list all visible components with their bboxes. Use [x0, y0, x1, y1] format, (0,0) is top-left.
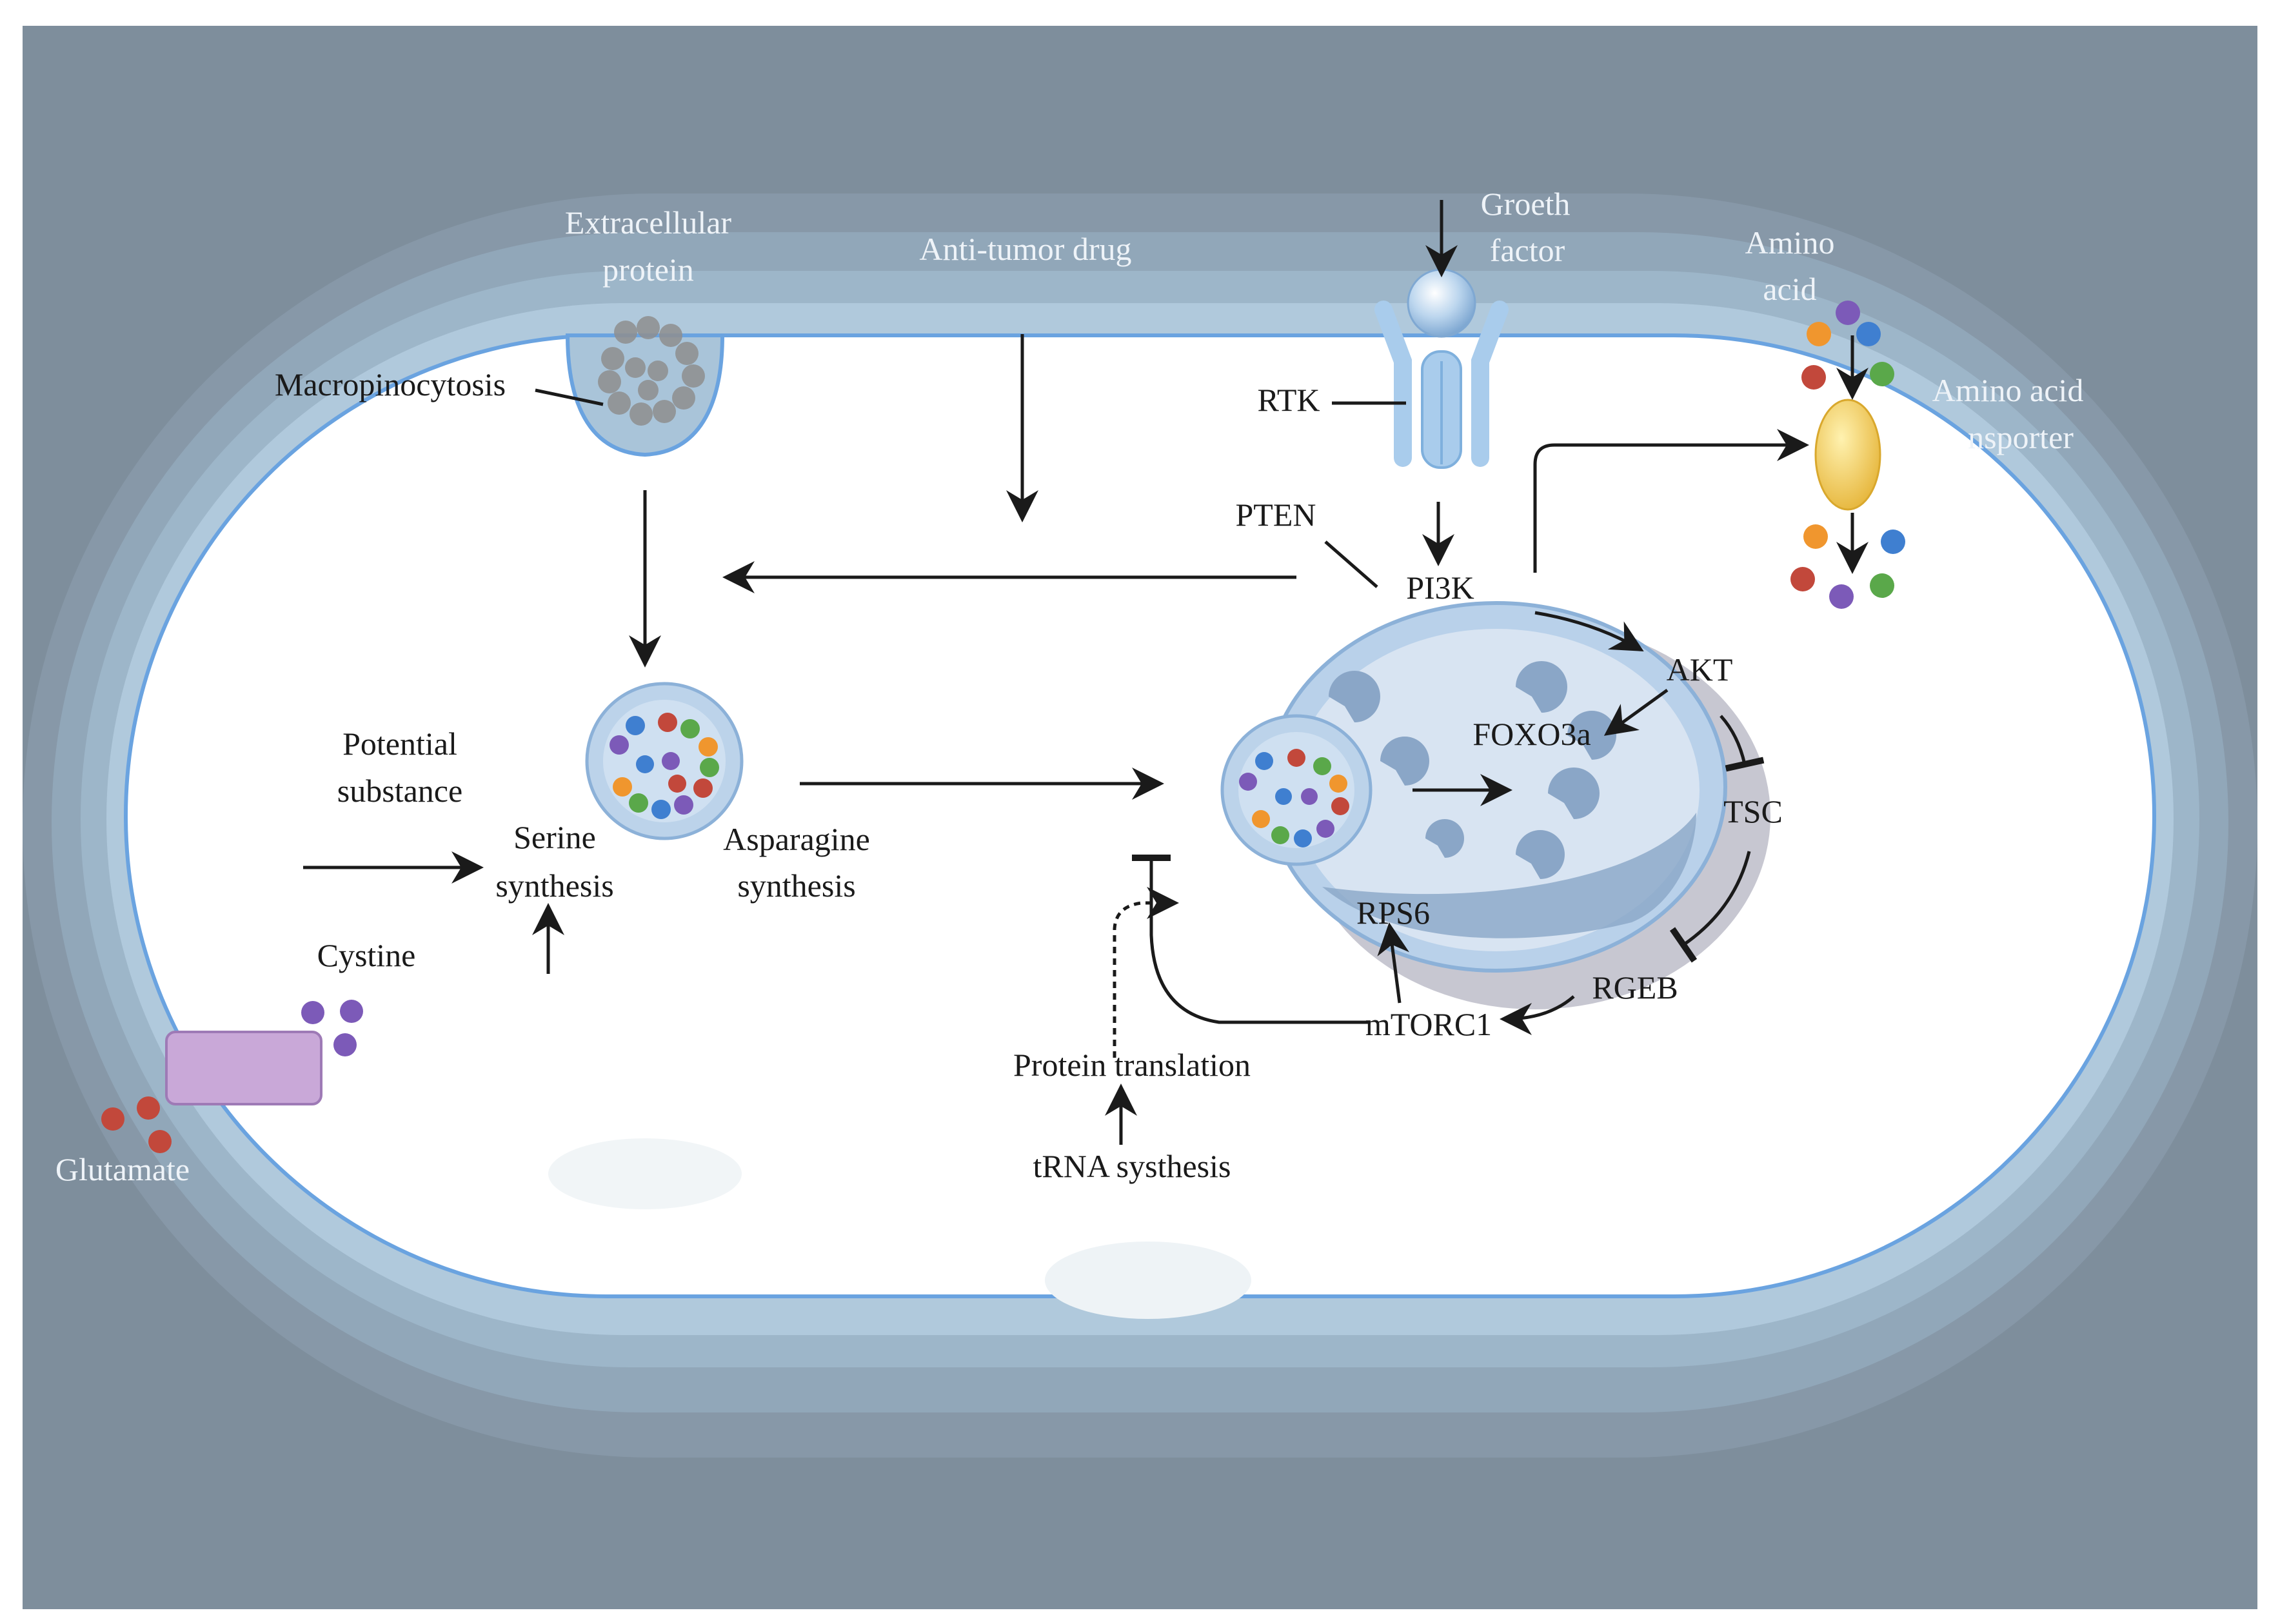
label-foxo3a: FOXO3a — [1472, 716, 1591, 752]
faint-vesicle — [548, 1138, 742, 1209]
label-mtorc1: mTORC1 — [1365, 1006, 1492, 1042]
arrow-pi3k-to-akt — [1534, 611, 1644, 651]
label-cystine: Cystine — [317, 937, 416, 973]
label-potential-substance-line2: substance — [337, 773, 462, 809]
label-rps6: RPS6 — [1356, 895, 1430, 931]
amino-acid-particles-outside — [1801, 301, 1894, 390]
label-serine-synthesis-line2: synthesis — [495, 867, 613, 904]
pointer-pten — [1324, 540, 1378, 588]
amino-acid-transporter — [1814, 399, 1881, 511]
extracellular-protein-beads — [598, 316, 705, 426]
label-extracellular-protein-line2: protein — [602, 252, 694, 288]
label-trna-synthesis: tRNA systhesis — [1033, 1148, 1231, 1184]
vesicle-left — [585, 682, 744, 840]
inhibit-mtorc1-loop — [1132, 855, 1371, 1024]
label-extracellular-protein-line1: Extracellular — [565, 204, 732, 241]
label-potential-substance-line1: Potential — [342, 726, 457, 762]
pathway-arrows — [303, 200, 1869, 1145]
label-glutamate: Glutamate — [55, 1151, 190, 1187]
label-amino-acid-line1: Amino — [1745, 224, 1835, 261]
label-asparagine-synthesis-line1: Asparagine — [723, 821, 870, 857]
label-tsc: TSC — [1723, 793, 1783, 829]
label-amino-acid-transporter-line1: Amino acid — [1932, 372, 2084, 408]
growth-factor-ligand — [1407, 268, 1476, 338]
label-growth-factor-line1: Groeth — [1481, 186, 1571, 222]
label-rgeb: RGEB — [1592, 969, 1678, 1005]
arrow-pi3k-to-transporter — [1533, 429, 1809, 573]
label-serine-synthesis-line1: Serine — [513, 819, 596, 855]
label-anti-tumor-drug: Anti-tumor drug — [919, 231, 1131, 267]
label-growth-factor-line2: factor — [1490, 232, 1565, 268]
inhibit-akt-tsc — [1720, 715, 1765, 772]
label-asparagine-synthesis-line2: synthesis — [737, 867, 855, 904]
glutamate-particles — [101, 1096, 172, 1153]
rtk-receptor — [1374, 268, 1509, 469]
label-pten: PTEN — [1236, 497, 1316, 533]
faint-vesicle — [1045, 1242, 1251, 1319]
label-protein-translation: Protein translation — [1013, 1047, 1251, 1083]
label-amino-acid-line2: acid — [1763, 271, 1816, 307]
labels: Extracellular protein Anti-tumor drug Gr… — [55, 186, 2083, 1187]
cystine-glutamate-antiporter — [165, 1031, 322, 1105]
cystine-particles — [301, 1000, 363, 1056]
arrow-rgeb-to-mtorc1 — [1500, 995, 1575, 1035]
label-amino-acid-transporter-line2: nsporter — [1968, 419, 2074, 455]
label-akt: AKT — [1667, 651, 1733, 688]
pointer-macropinocytosis — [535, 388, 604, 406]
arrow-protein-translation-dotted — [1113, 887, 1179, 1058]
arrow-mtorc1-to-rps6 — [1377, 922, 1409, 1004]
label-pi3k: PI3K — [1406, 569, 1474, 606]
amino-acid-particles-inside — [1790, 524, 1905, 609]
inhibit-tsc-rgeb — [1669, 851, 1751, 963]
label-rtk: RTK — [1258, 382, 1320, 418]
arrow-akt-to-foxo3a — [1603, 688, 1669, 736]
label-macropinocytosis: Macropinocytosis — [275, 366, 506, 402]
